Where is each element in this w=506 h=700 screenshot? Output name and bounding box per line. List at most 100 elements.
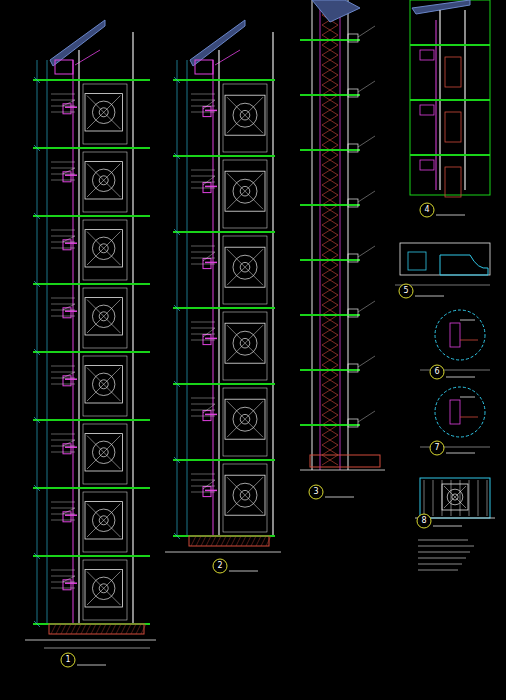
stroke	[191, 100, 215, 101]
stroke	[227, 97, 263, 133]
stroke	[418, 546, 474, 547]
outline	[85, 230, 122, 267]
stroke	[126, 624, 131, 634]
stroke	[106, 624, 111, 634]
stroke	[51, 316, 75, 317]
stroke	[173, 307, 275, 309]
callout-number: 1	[62, 656, 74, 664]
stroke	[322, 155, 338, 165]
stroke	[173, 459, 275, 461]
stroke	[227, 97, 263, 133]
stroke	[322, 335, 338, 345]
stroke	[320, 0, 321, 470]
stroke	[203, 404, 215, 413]
stroke	[358, 411, 375, 422]
roof-slab	[190, 20, 245, 66]
stroke	[358, 301, 375, 312]
stroke	[87, 436, 120, 469]
stroke	[460, 340, 478, 341]
outline	[83, 560, 127, 620]
stroke	[322, 345, 338, 355]
stroke	[87, 436, 120, 469]
stroke	[358, 356, 375, 367]
stroke	[322, 125, 338, 135]
stroke	[173, 231, 275, 233]
outline	[85, 570, 122, 607]
stroke	[63, 440, 75, 446]
stroke	[63, 100, 75, 106]
stroke	[136, 624, 141, 634]
stroke	[312, 0, 313, 470]
outline	[225, 171, 265, 211]
stroke	[322, 195, 338, 205]
stroke	[73, 60, 74, 624]
stroke	[322, 75, 338, 85]
stroke	[191, 398, 215, 399]
stroke	[322, 175, 338, 185]
stroke	[33, 487, 150, 489]
stroke	[227, 401, 263, 437]
stroke	[191, 264, 215, 265]
stroke	[469, 480, 470, 516]
stroke	[87, 572, 120, 605]
stroke	[51, 588, 75, 589]
stroke	[261, 536, 266, 546]
stroke	[191, 416, 215, 417]
stroke	[322, 225, 338, 235]
stroke	[300, 149, 360, 151]
outline	[348, 144, 358, 152]
callout-number: 5	[400, 287, 412, 295]
stroke	[322, 425, 338, 435]
stroke	[322, 385, 338, 395]
stroke	[424, 480, 425, 516]
stroke	[322, 415, 338, 425]
stroke	[61, 624, 66, 634]
stroke	[51, 570, 75, 571]
stroke	[51, 440, 75, 441]
stroke	[206, 536, 211, 546]
outline	[223, 160, 267, 228]
stroke	[322, 315, 338, 325]
stroke	[322, 405, 338, 415]
callout-number: 3	[310, 488, 322, 496]
stroke	[322, 405, 338, 415]
outline	[400, 243, 490, 275]
outline	[83, 220, 127, 280]
stroke	[174, 305, 180, 311]
stroke	[191, 258, 215, 259]
stroke	[322, 295, 338, 305]
stroke	[87, 96, 120, 129]
stroke	[51, 508, 75, 509]
stroke	[460, 480, 461, 516]
stroke	[51, 298, 75, 299]
stroke	[322, 225, 338, 235]
outline	[83, 288, 127, 348]
title-underline	[446, 453, 475, 454]
stroke	[87, 232, 120, 265]
stroke	[322, 65, 338, 75]
stroke	[63, 304, 75, 310]
stroke	[256, 536, 261, 546]
stroke	[322, 165, 338, 175]
stroke	[51, 366, 75, 367]
stroke	[322, 55, 338, 65]
stroke	[322, 155, 338, 165]
callout-circle	[213, 559, 227, 573]
stroke	[191, 474, 215, 475]
stroke	[51, 168, 75, 169]
stroke	[34, 621, 40, 627]
outline	[223, 236, 267, 304]
outline	[223, 388, 267, 456]
stroke	[340, 0, 341, 470]
stroke	[191, 492, 215, 493]
stroke	[227, 401, 263, 437]
stroke	[227, 173, 263, 209]
stroke	[51, 384, 75, 385]
stroke	[246, 536, 251, 546]
stroke	[174, 77, 180, 83]
stroke	[300, 424, 360, 426]
stroke	[51, 180, 75, 181]
stroke	[418, 570, 458, 571]
stroke	[322, 435, 338, 445]
